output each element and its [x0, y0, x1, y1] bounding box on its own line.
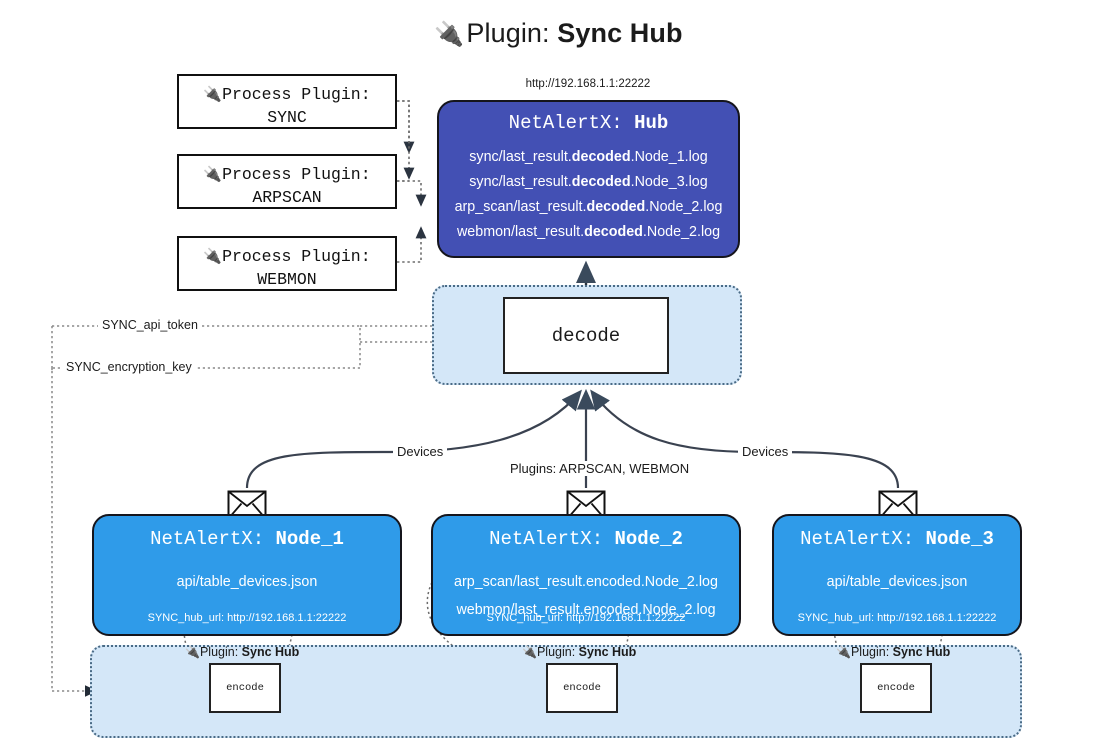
node-3-title-prefix: NetAlertX: — [800, 528, 926, 550]
node-2-line: webmon/last_result.encoded.Node_2.log — [456, 602, 716, 618]
plug-icon: 🔌 — [203, 247, 223, 265]
hub-title: NetAlertX: Hub — [439, 112, 738, 134]
plug-icon: 🔌 — [203, 165, 223, 183]
process-plugin-webmon-title: Process Plugin: — [222, 247, 371, 266]
plug-icon: 🔌 — [203, 85, 223, 103]
process-plugin-sync-title: Process Plugin: — [222, 85, 371, 104]
hub-log-line: webmon/last_result.decoded.Node_2.log — [439, 220, 738, 245]
process-plugin-webmon[interactable]: 🔌Process Plugin: WEBMON — [177, 236, 397, 291]
page-title-prefix: Plugin: — [466, 18, 558, 48]
process-plugin-arpscan-name: ARPSCAN — [252, 188, 322, 208]
encode-box-3[interactable]: encode — [860, 663, 932, 713]
encoder-3-prefix: Plugin: — [850, 645, 893, 659]
hub-title-name: Hub — [634, 112, 669, 134]
encoder-3-name: Sync Hub — [892, 645, 951, 659]
sync-api-token-label: SYNC_api_token — [98, 318, 202, 332]
node-1[interactable]: NetAlertX: Node_1 api/table_devices.json… — [92, 514, 402, 636]
node-3-title-name: Node_3 — [925, 528, 994, 550]
process-plugin-sync-line1: 🔌Process Plugin: — [179, 83, 395, 106]
devices-left-label: Devices — [393, 444, 448, 459]
node-1-line: api/table_devices.json — [176, 574, 318, 590]
hub-node[interactable]: NetAlertX: Hub sync/last_result.decoded.… — [437, 100, 740, 258]
node-1-lines: api/table_devices.json — [94, 568, 400, 596]
devices-right-label: Devices — [738, 444, 793, 459]
hub-log-line: arp_scan/last_result.decoded.Node_2.log — [439, 195, 738, 220]
page-title-name: Sync Hub — [557, 18, 683, 48]
node-2-title-prefix: NetAlertX: — [489, 528, 615, 550]
hub-log-pre: webmon/last_result. — [456, 224, 585, 240]
process-plugin-webmon-line1: 🔌Process Plugin: — [179, 245, 395, 268]
plug-icon: 🔌 — [185, 645, 200, 659]
node-2-title-name: Node_2 — [614, 528, 683, 550]
plugins-middle-label: Plugins: ARPSCAN, WEBMON — [506, 461, 694, 476]
hub-log-em: decoded — [571, 174, 631, 190]
hub-url-label: http://192.168.1.1:22222 — [525, 78, 651, 90]
encoder-2-prefix: Plugin: — [536, 645, 579, 659]
encoder-2-name: Sync Hub — [578, 645, 637, 659]
hub-log-post: .Node_3.log — [630, 174, 708, 190]
node-3-lines: api/table_devices.json — [774, 568, 1020, 596]
hub-log-list: sync/last_result.decoded.Node_1.log sync… — [439, 145, 738, 245]
process-plugin-sync-name: SYNC — [267, 108, 307, 128]
hub-log-post: .Node_2.log — [642, 224, 721, 240]
node-2-line: arp_scan/last_result.encoded.Node_2.log — [454, 574, 718, 590]
node-3-footer: SYNC_hub_url: http://192.168.1.1:22222 — [797, 612, 997, 624]
node-3-title: NetAlertX: Node_3 — [774, 528, 1020, 550]
hub-log-em: decoded — [571, 149, 631, 165]
node-3[interactable]: NetAlertX: Node_3 api/table_devices.json… — [772, 514, 1022, 636]
process-plugin-sync[interactable]: 🔌Process Plugin: SYNC — [177, 74, 397, 129]
encode-box-2[interactable]: encode — [546, 663, 618, 713]
process-plugin-arpscan-line1: 🔌Process Plugin: — [179, 163, 395, 186]
node-1-title: NetAlertX: Node_1 — [94, 528, 400, 550]
decode-box[interactable]: decode — [503, 297, 669, 374]
hub-log-post: .Node_1.log — [630, 149, 708, 165]
encoder-2-label: 🔌Plugin: Sync Hub — [522, 645, 636, 659]
hub-log-line: sync/last_result.decoded.Node_1.log — [439, 145, 738, 170]
node-2-lines: arp_scan/last_result.encoded.Node_2.log … — [433, 568, 739, 624]
hub-log-em: decoded — [584, 224, 643, 240]
node-1-footer: SYNC_hub_url: http://192.168.1.1:22222 — [147, 612, 347, 624]
node-2-footer: SYNC_hub_url: http://192.168.1.1:22222 — [486, 612, 686, 624]
hub-log-pre: sync/last_result. — [469, 174, 572, 190]
node-1-title-name: Node_1 — [275, 528, 344, 550]
node-2[interactable]: NetAlertX: Node_2 arp_scan/last_result.e… — [431, 514, 741, 636]
node-1-title-prefix: NetAlertX: — [150, 528, 276, 550]
node-2-title: NetAlertX: Node_2 — [433, 528, 739, 550]
hub-log-post: .Node_2.log — [645, 199, 723, 215]
sync-encryption-key-label: SYNC_encryption_key — [62, 360, 196, 374]
page-title: 🔌Plugin: Sync Hub — [0, 18, 1117, 49]
process-plugin-arpscan[interactable]: 🔌Process Plugin: ARPSCAN — [177, 154, 397, 209]
encode-box-1[interactable]: encode — [209, 663, 281, 713]
plug-icon: 🔌 — [836, 645, 851, 659]
hub-title-prefix: NetAlertX: — [508, 112, 635, 134]
encoder-1-name: Sync Hub — [241, 645, 300, 659]
plug-icon: 🔌 — [434, 21, 465, 48]
encoder-1-label: 🔌Plugin: Sync Hub — [185, 645, 299, 659]
node-3-line: api/table_devices.json — [826, 574, 968, 590]
process-plugin-webmon-name: WEBMON — [257, 270, 317, 290]
encoder-1-prefix: Plugin: — [199, 645, 242, 659]
encoder-3-label: 🔌Plugin: Sync Hub — [836, 645, 950, 659]
process-plugin-arpscan-title: Process Plugin: — [222, 165, 371, 184]
plug-icon: 🔌 — [522, 645, 537, 659]
hub-log-em: decoded — [586, 199, 646, 215]
hub-log-pre: arp_scan/last_result. — [454, 199, 587, 215]
hub-log-pre: sync/last_result. — [469, 149, 572, 165]
hub-log-line: sync/last_result.decoded.Node_3.log — [439, 170, 738, 195]
